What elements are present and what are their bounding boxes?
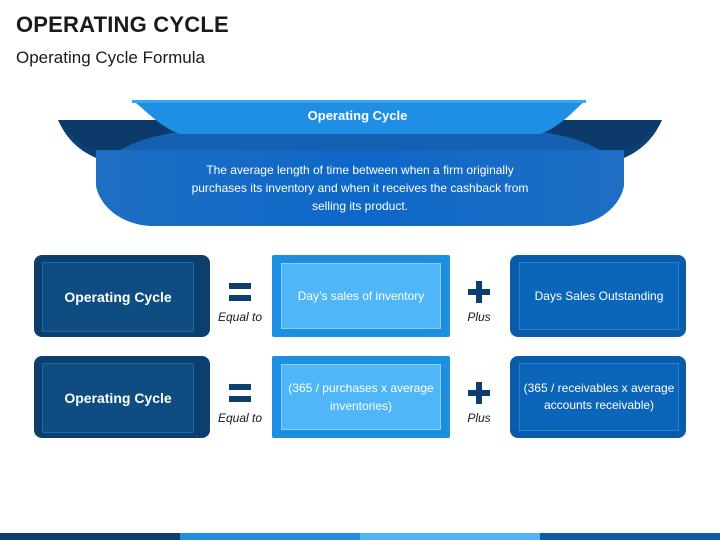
days-sales-outstanding-box: Days Sales Outstanding	[519, 262, 679, 330]
operating-cycle-box: Operating Cycle	[42, 262, 194, 332]
funnel-graphic	[58, 100, 662, 226]
equal-to-label: Equal to	[217, 411, 263, 425]
page-title: OPERATING CYCLE	[16, 12, 229, 37]
footer-bar	[0, 533, 720, 540]
funnel-description: The average length of time between when …	[191, 163, 529, 213]
funnel-top-bar	[132, 100, 586, 134]
formula-row-2: Operating Cycle Equal to (365 / purchase…	[0, 356, 720, 440]
operating-cycle-box: Operating Cycle	[42, 363, 194, 433]
formula-row-1: Operating Cycle Equal to Day’s sales of …	[0, 255, 720, 339]
plus-icon	[468, 281, 490, 303]
equals-icon	[229, 382, 251, 404]
plus-label: Plus	[467, 411, 491, 425]
days-sales-inventory-box: Day’s sales of inventory	[281, 263, 441, 329]
receivables-formula-box: (365 / receivables x average accounts re…	[519, 363, 679, 431]
inventory-formula-box: (365 / purchases x average inventories)	[281, 364, 441, 430]
page-subtitle: Operating Cycle Formula	[16, 48, 205, 67]
plus-label: Plus	[467, 310, 491, 324]
funnel-title: Operating Cycle	[307, 108, 408, 123]
equals-icon	[229, 281, 251, 303]
equal-to-label: Equal to	[217, 310, 263, 324]
plus-icon	[468, 382, 490, 404]
funnel-bowl	[96, 150, 624, 226]
